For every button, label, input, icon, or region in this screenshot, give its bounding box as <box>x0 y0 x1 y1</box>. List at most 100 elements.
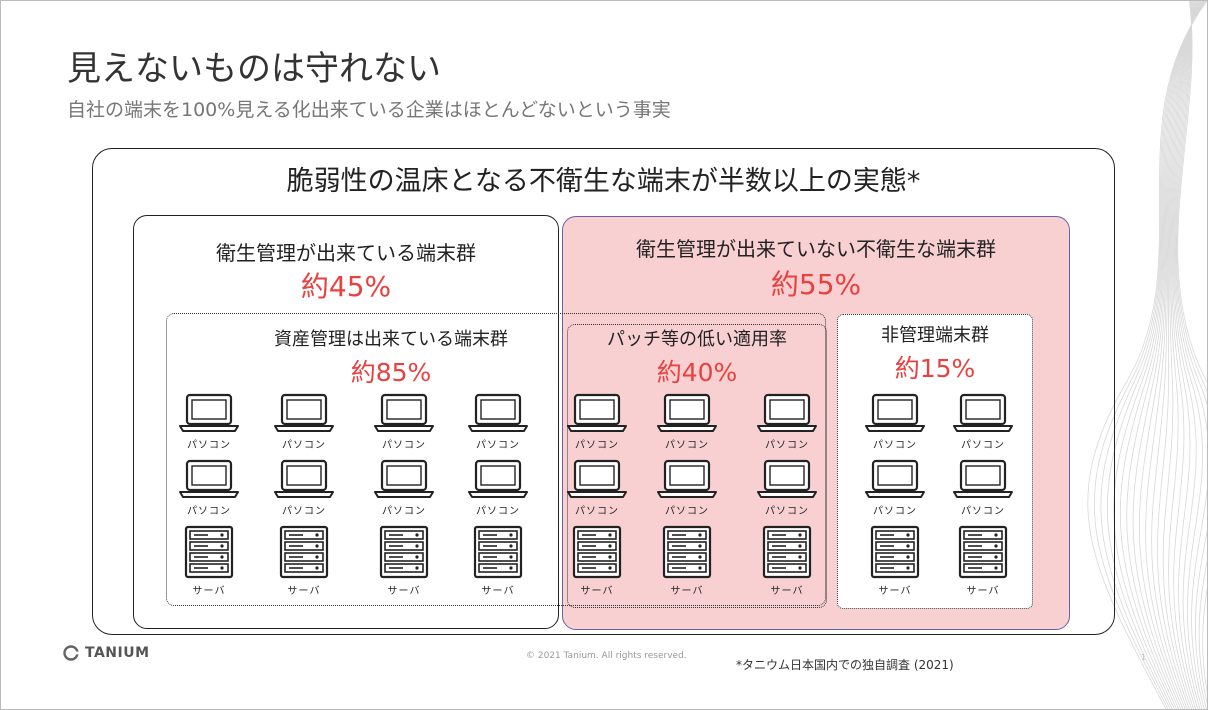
pc-device: パソコン <box>462 459 534 517</box>
pc-label: パソコン <box>961 506 1005 517</box>
asset-managed-percent: 約85% <box>350 358 432 387</box>
footnote: *タニウム日本国内での独自調査 (2021) <box>736 658 954 672</box>
slide-title: 見えないものは守れない <box>67 49 441 89</box>
server-label: サーバ <box>670 586 704 597</box>
laptop-icon <box>268 459 340 499</box>
server-label: サーバ <box>966 586 1000 597</box>
pc-device: パソコン <box>947 459 1019 517</box>
pc-device: パソコン <box>561 459 633 517</box>
laptop-icon <box>859 459 931 499</box>
laptop-icon <box>462 459 534 499</box>
server-label: サーバ <box>387 586 421 597</box>
slide-subtitle: 自社の端末を100%見える化出来ている企業はほとんどないという事実 <box>67 99 671 121</box>
server-device: サーバ <box>859 525 931 597</box>
laptop-icon <box>751 459 823 499</box>
server-device: サーバ <box>368 525 440 597</box>
server-label: サーバ <box>287 586 321 597</box>
pc-label: パソコン <box>187 440 231 451</box>
laptop-icon <box>368 459 440 499</box>
server-device: サーバ <box>561 525 633 597</box>
server-label: サーバ <box>192 586 226 597</box>
laptop-icon <box>268 393 340 433</box>
pc-device: パソコン <box>268 459 340 517</box>
pc-device: パソコン <box>859 393 931 451</box>
pc-device: パソコン <box>173 393 245 451</box>
laptop-icon <box>651 393 723 433</box>
pc-device: パソコン <box>173 459 245 517</box>
laptop-icon <box>368 393 440 433</box>
pc-device: パソコン <box>751 459 823 517</box>
pc-label: パソコン <box>282 506 326 517</box>
non-managed-label: 非管理端末群 <box>881 325 989 346</box>
pc-device: パソコン <box>751 393 823 451</box>
non-managed-percent: 約15% <box>894 354 976 383</box>
laptop-icon <box>462 393 534 433</box>
patch-low-percent: 約40% <box>656 358 738 387</box>
server-device: サーバ <box>268 525 340 597</box>
pc-device: パソコン <box>651 393 723 451</box>
laptop-icon <box>561 393 633 433</box>
pc-label: パソコン <box>765 506 809 517</box>
server-icon <box>859 525 931 579</box>
pc-device: パソコン <box>462 393 534 451</box>
pc-label: パソコン <box>382 440 426 451</box>
pc-label: パソコン <box>961 440 1005 451</box>
diagram-heading: 脆弱性の温床となる不衛生な端末が半数以上の実態* <box>286 166 921 197</box>
server-icon <box>947 525 1019 579</box>
pc-label: パソコン <box>765 440 809 451</box>
server-device: サーバ <box>947 525 1019 597</box>
laptop-icon <box>947 393 1019 433</box>
pc-label: パソコン <box>382 506 426 517</box>
pc-label: パソコン <box>282 440 326 451</box>
server-icon <box>651 525 723 579</box>
tanium-logo-text: TANIUM <box>85 645 150 661</box>
server-icon <box>462 525 534 579</box>
server-icon <box>561 525 633 579</box>
tanium-logo-icon <box>63 645 79 661</box>
outer-frame <box>92 148 1115 635</box>
server-device: サーバ <box>751 525 823 597</box>
pc-device: パソコン <box>859 459 931 517</box>
patch-low-label: パッチ等の低い適用率 <box>607 329 787 350</box>
managed-group-box <box>133 215 559 629</box>
asset-managed-box <box>166 313 826 606</box>
pc-device: パソコン <box>947 393 1019 451</box>
laptop-icon <box>561 459 633 499</box>
server-device: サーバ <box>173 525 245 597</box>
page-number: 1 <box>1141 653 1147 662</box>
pc-label: パソコン <box>187 506 231 517</box>
decorative-waves <box>1087 1 1207 709</box>
laptop-icon <box>173 393 245 433</box>
patch-low-box <box>567 324 827 608</box>
pc-device: パソコン <box>651 459 723 517</box>
server-label: サーバ <box>878 586 912 597</box>
server-icon <box>368 525 440 579</box>
copyright: © 2021 Tanium. All rights reserved. <box>526 651 687 661</box>
pc-label: パソコン <box>665 506 709 517</box>
pc-device: パソコン <box>368 393 440 451</box>
laptop-icon <box>173 459 245 499</box>
server-icon <box>751 525 823 579</box>
laptop-icon <box>859 393 931 433</box>
pc-label: パソコン <box>476 440 520 451</box>
pc-label: パソコン <box>575 440 619 451</box>
pc-label: パソコン <box>873 440 917 451</box>
laptop-icon <box>751 393 823 433</box>
unmanaged-label: 衛生管理が出来ていない不衛生な端末群 <box>636 237 996 261</box>
server-icon <box>173 525 245 579</box>
pc-label: パソコン <box>665 440 709 451</box>
pc-device: パソコン <box>561 393 633 451</box>
managed-label: 衛生管理が出来ている端末群 <box>216 241 476 265</box>
server-device: サーバ <box>651 525 723 597</box>
pc-device: パソコン <box>368 459 440 517</box>
pc-device: パソコン <box>268 393 340 451</box>
server-label: サーバ <box>770 586 804 597</box>
server-icon <box>268 525 340 579</box>
pc-label: パソコン <box>873 506 917 517</box>
server-label: サーバ <box>481 586 515 597</box>
pc-label: パソコン <box>575 506 619 517</box>
tanium-logo: TANIUM <box>63 645 150 661</box>
unmanaged-percent: 約55% <box>770 268 862 301</box>
managed-percent: 約45% <box>300 270 392 303</box>
